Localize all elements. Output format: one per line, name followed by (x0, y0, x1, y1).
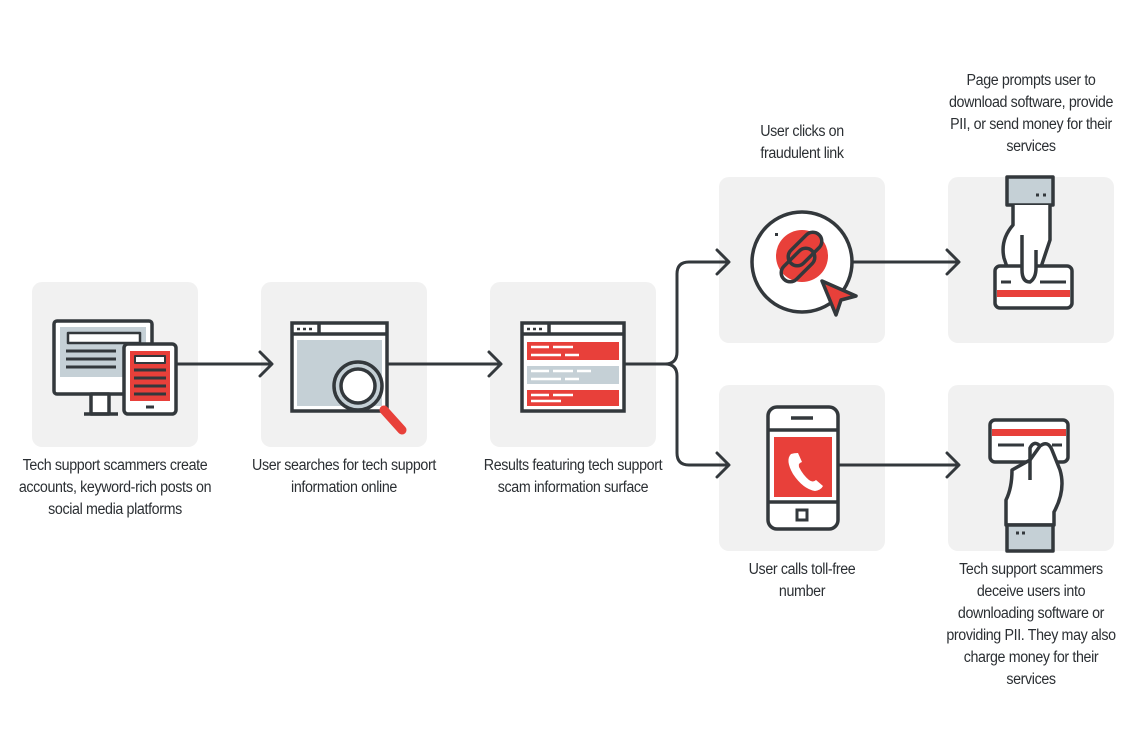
hand-card-icon (993, 175, 1074, 310)
step-label-calls-number: User calls toll-free number (748, 561, 856, 600)
step-label-user-searches: User searches for tech support informati… (252, 457, 436, 496)
arrow-6-to-7 (836, 451, 961, 479)
browser-search-icon (290, 321, 407, 435)
desktop-tablet-icon (52, 319, 178, 416)
phone-call-icon (766, 405, 840, 531)
step-label-create-accounts: Tech support scammers create accounts, k… (18, 457, 212, 518)
connectors (174, 248, 961, 479)
arrow-3-branch (623, 248, 731, 479)
arrow-2-to-3 (384, 350, 503, 378)
arrow-1-to-2 (174, 350, 274, 378)
arrow-4-to-5 (851, 248, 961, 276)
browser-results-icon (520, 321, 626, 413)
link-click-icon (750, 210, 858, 317)
step-label-clicks-link: User clicks on fraudulent link (760, 123, 844, 162)
step-label-results-surface: Results featuring tech support scam info… (483, 457, 663, 496)
step-label-scammers-deceive: Tech support scammers deceive users into… (946, 561, 1116, 688)
hand-card-icon-bottom (988, 418, 1070, 553)
step-label-page-prompts: Page prompts user to download software, … (948, 72, 1114, 155)
